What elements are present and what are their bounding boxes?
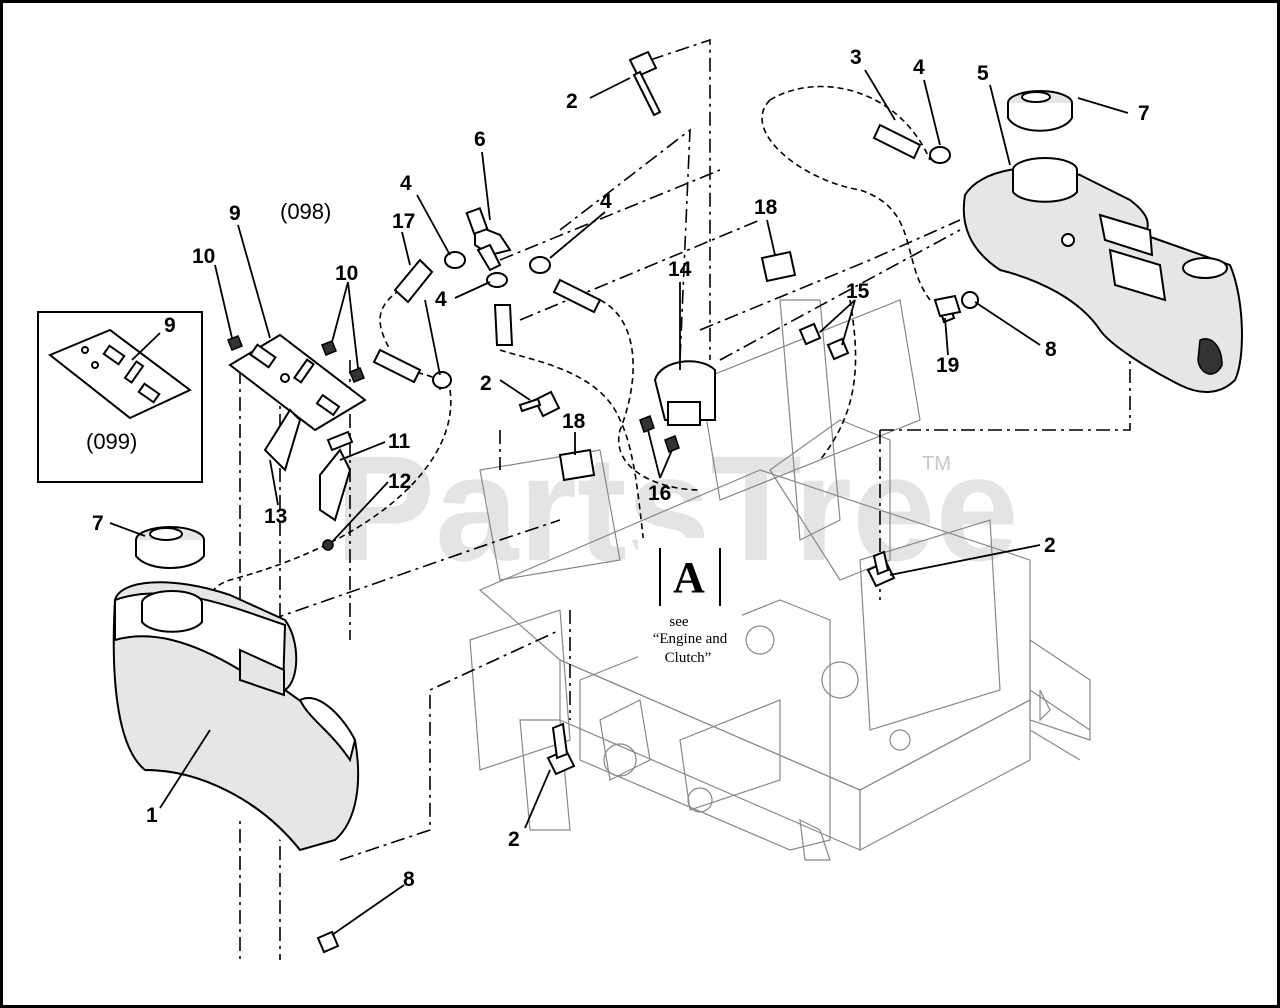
callout-12: 12	[388, 470, 411, 493]
callout-7-left: 7	[92, 512, 104, 535]
callout-19: 19	[936, 354, 959, 377]
valve-plate	[228, 333, 367, 432]
chassis-frame	[469, 299, 1091, 861]
callout-15: 15	[846, 280, 870, 303]
callout-10-left: 10	[192, 245, 215, 268]
retainer-clips	[558, 250, 797, 482]
fuel-shutoff-valve	[465, 206, 512, 272]
mounting-bracket	[639, 360, 716, 453]
variant-label-099: (099)	[86, 429, 137, 454]
leader-lines	[109, 69, 1129, 936]
callout-4-right: 4	[600, 190, 612, 213]
callout-9-inset: 9	[164, 314, 176, 337]
hose-clamps	[432, 146, 951, 389]
callout-9: 9	[229, 202, 241, 225]
variant-label-098: (098)	[280, 199, 331, 224]
callout-2-top: 2	[566, 90, 578, 113]
callout-18-left: 18	[562, 410, 586, 433]
fuel-cap-right	[1007, 90, 1073, 132]
watermark-tm: TM	[922, 453, 951, 475]
callout-13: 13	[264, 505, 287, 528]
callout-4-lower: 4	[435, 288, 447, 311]
callout-8-bottom: 8	[403, 868, 415, 891]
callout-18-right: 18	[754, 196, 778, 219]
drain-fittings	[933, 291, 979, 318]
callout-2-bottom: 2	[508, 828, 520, 851]
reference-line-1: see	[669, 614, 688, 630]
callout-16: 16	[648, 482, 671, 505]
callout-2-right: 2	[1044, 534, 1056, 557]
callout-1: 1	[146, 804, 158, 827]
callout-2-middle: 2	[480, 372, 492, 395]
callout-3: 3	[850, 46, 862, 69]
callout-6: 6	[474, 128, 486, 151]
callout-labels: 1 2 2 2 2 3 4 4 4 4 5 6 7 7 8 8 9 9 10 1…	[92, 46, 1150, 891]
fuel-cap-left	[135, 526, 205, 569]
callout-4-top-right: 4	[913, 56, 925, 79]
callout-7-right: 7	[1138, 102, 1150, 125]
inset-box-099	[37, 311, 203, 483]
reference-letter: A	[673, 553, 705, 602]
callout-11: 11	[388, 430, 411, 453]
fuel-tank-left	[112, 581, 360, 852]
callout-17: 17	[392, 210, 415, 233]
callout-10-right: 10	[335, 262, 358, 285]
fuel-hose-pieces	[372, 123, 922, 384]
reference-line-2: “Engine and	[653, 631, 728, 647]
valve-brackets	[263, 408, 354, 522]
callout-5: 5	[977, 62, 989, 85]
reference-line-3: Clutch”	[665, 650, 712, 666]
reference-engine-clutch: A see “Engine and Clutch”	[638, 538, 742, 678]
fuel-tank-right	[962, 157, 1243, 393]
callout-4-left: 4	[400, 172, 412, 195]
callout-14: 14	[668, 258, 692, 281]
callout-8-right: 8	[1045, 338, 1057, 361]
